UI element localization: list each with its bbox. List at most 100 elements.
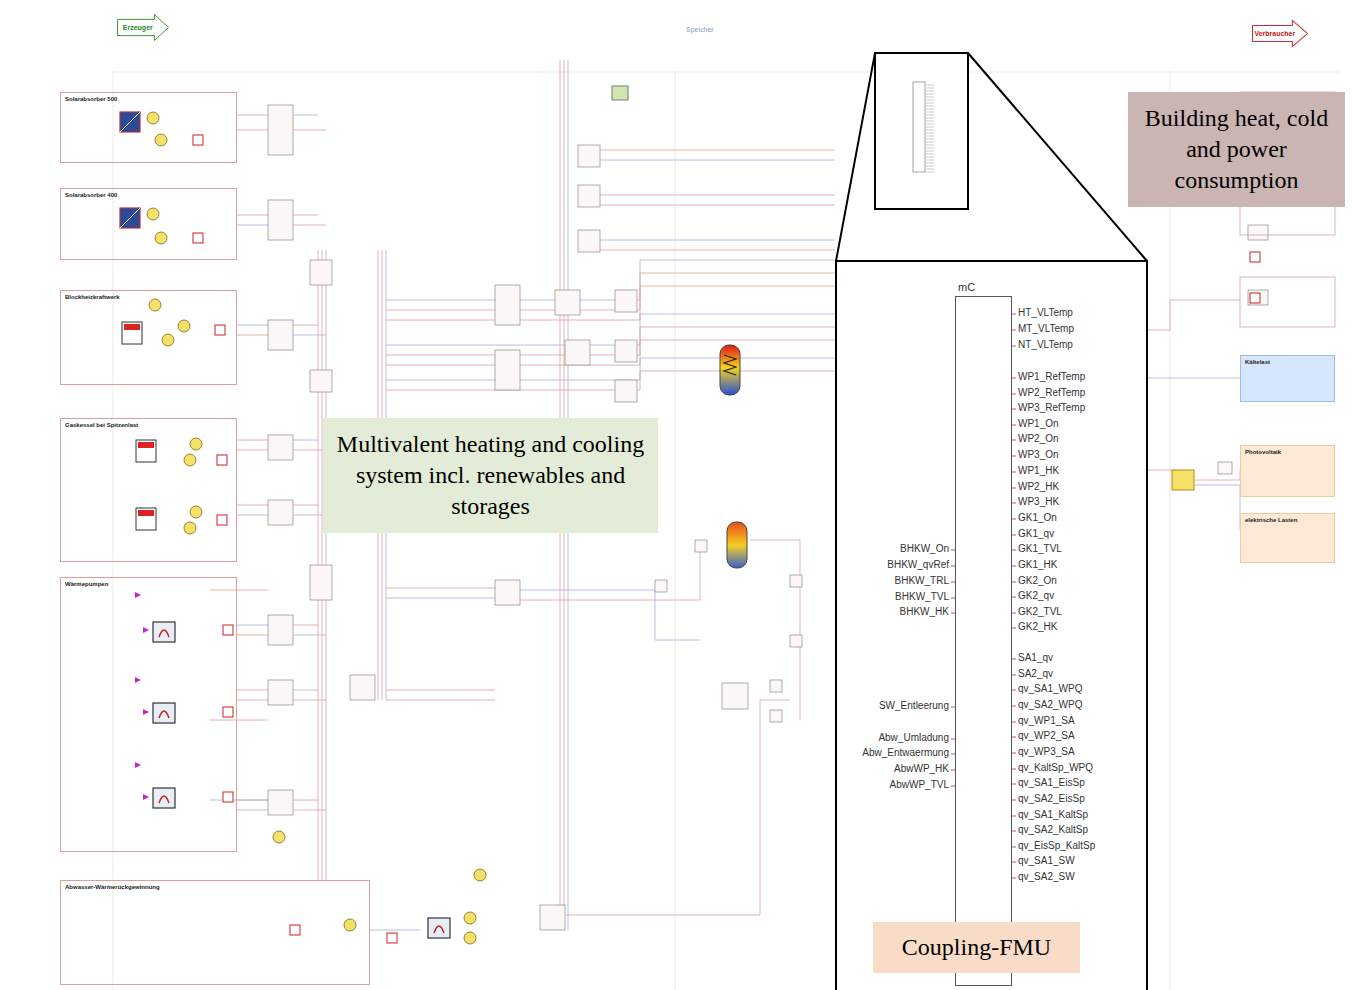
- pipe-line: [237, 225, 268, 226]
- pipe-line: [237, 325, 268, 326]
- valve-block: [655, 580, 667, 592]
- valve-block: [310, 260, 332, 285]
- pump-symbol: [190, 438, 202, 450]
- valve-block: [350, 675, 375, 700]
- panel-title: Solarabsorber 400: [65, 192, 232, 199]
- signal-name: SW_Entleerung: [879, 701, 949, 711]
- valve-block: [268, 435, 293, 460]
- signal-name: BHKW_On: [900, 544, 949, 554]
- pipe-line: [1195, 470, 1240, 480]
- valve-block: [615, 380, 637, 402]
- zoom-source-box: [875, 53, 968, 209]
- pipe-line: [293, 225, 326, 226]
- panel-title: Kältelast: [1245, 359, 1330, 366]
- pipe-line: [237, 810, 268, 811]
- component-panel: Gaskessel bei Spitzenlast: [60, 418, 237, 562]
- annotation-box: Building heat, cold and power consumptio…: [1128, 92, 1345, 207]
- heat-pump-icon: [153, 788, 175, 808]
- valve-block: [268, 615, 293, 645]
- signal-name: HT_VLTemp: [1018, 308, 1073, 318]
- signal-name: GK2_HK: [1018, 622, 1057, 632]
- valve-block: [540, 905, 565, 930]
- valve-block: [770, 680, 782, 692]
- signal-name: qv_KaltSp_WPQ: [1018, 763, 1093, 773]
- pipe-line: [237, 700, 268, 701]
- panel-title: Photovoltaik: [1245, 449, 1330, 456]
- pipe-line: [565, 700, 790, 915]
- pipe-line: [237, 450, 268, 451]
- valve-block: [310, 370, 332, 392]
- boiler-icon: [136, 508, 156, 530]
- signal-name: WP1_On: [1018, 419, 1059, 429]
- pipe-line: [293, 115, 318, 116]
- pump-symbol: [155, 232, 167, 244]
- signal-arrow: [135, 592, 141, 598]
- signal-name: qv_SA2_EisSp: [1018, 794, 1085, 804]
- signal-arrow: [143, 794, 149, 800]
- component-panel: Solarabsorber 500: [60, 92, 237, 163]
- signal-name: GK1_On: [1018, 513, 1057, 523]
- pipe-line: [600, 240, 835, 241]
- component-panel: Abwasser-Wärmerückgewinnung: [60, 880, 370, 985]
- valve-block: [1248, 290, 1268, 305]
- pipe-line: [237, 130, 268, 131]
- pipe-line: [293, 810, 326, 811]
- pipe-line: [293, 625, 318, 626]
- valve-block: [310, 565, 332, 600]
- panel-title: Abwasser-Wärmerückgewinnung: [65, 884, 365, 891]
- annotation-text: Multivalent heating and cooling system i…: [331, 429, 650, 523]
- signal-name: WP2_HK: [1018, 482, 1059, 492]
- valve-block: [268, 680, 293, 705]
- pump-symbol: [184, 522, 196, 534]
- solar-absorber-icon: [120, 112, 140, 132]
- pump-symbol: [464, 912, 476, 924]
- consumer-arrow: Verbraucher: [1252, 20, 1308, 47]
- section-label: Speicher: [686, 26, 714, 33]
- panel-title: Verbraucher: [1254, 30, 1295, 38]
- annotation-text: Coupling-FMU: [902, 932, 1051, 963]
- annotation-box: Coupling-FMU: [873, 922, 1080, 973]
- heat-pump-icon: [153, 622, 175, 642]
- pipe-line: [293, 215, 318, 216]
- valve-block: [268, 200, 293, 240]
- panel-title: elektrische Lasten: [1245, 517, 1330, 524]
- pipe-line: [520, 590, 700, 640]
- valve-symbol: [223, 707, 233, 717]
- valve-symbol: [193, 135, 203, 145]
- valve-symbol: [290, 925, 300, 935]
- annotation-text: Building heat, cold and power consumptio…: [1136, 103, 1337, 197]
- signal-name: qv_SA1_SW: [1018, 856, 1075, 866]
- pump-symbol: [190, 506, 202, 518]
- signal-name: qv_SA1_WPQ: [1018, 684, 1082, 694]
- storage-tank: [720, 345, 740, 395]
- pipe-line: [210, 590, 268, 591]
- solar-absorber-icon: [120, 208, 140, 228]
- pump-symbol: [178, 320, 190, 332]
- signal-name: SA1_qv: [1018, 653, 1053, 663]
- component-panel: Solarabsorber 400: [60, 188, 237, 260]
- zoom-callout: [836, 53, 1147, 990]
- signal-name: WP2_RefTemp: [1018, 388, 1085, 398]
- pump-symbol: [155, 134, 167, 146]
- signal-name: qv_SA1_EisSp: [1018, 778, 1085, 788]
- panel-title: Solarabsorber 500: [65, 96, 232, 103]
- valve-block: [615, 340, 637, 362]
- pump-symbol: [184, 454, 196, 466]
- valve-symbol: [215, 325, 225, 335]
- pin-ticks: [951, 314, 1016, 878]
- producer-arrow: Erzeuger: [117, 14, 169, 41]
- pipe-line: [1148, 470, 1175, 471]
- pipe-line: [293, 515, 326, 516]
- valve-block: [1218, 462, 1232, 474]
- pump-symbol: [162, 334, 174, 346]
- block-heading: mC: [958, 281, 975, 293]
- pipe-line: [210, 800, 268, 801]
- pipe-line: [386, 700, 495, 701]
- pipe-line: [237, 115, 268, 116]
- pipe-line: [237, 635, 268, 636]
- component-panel: Wärmepumpen: [60, 577, 237, 852]
- signal-arrow: [143, 627, 149, 633]
- signal-name: WP1_RefTemp: [1018, 372, 1085, 382]
- pipe-line: [237, 625, 268, 626]
